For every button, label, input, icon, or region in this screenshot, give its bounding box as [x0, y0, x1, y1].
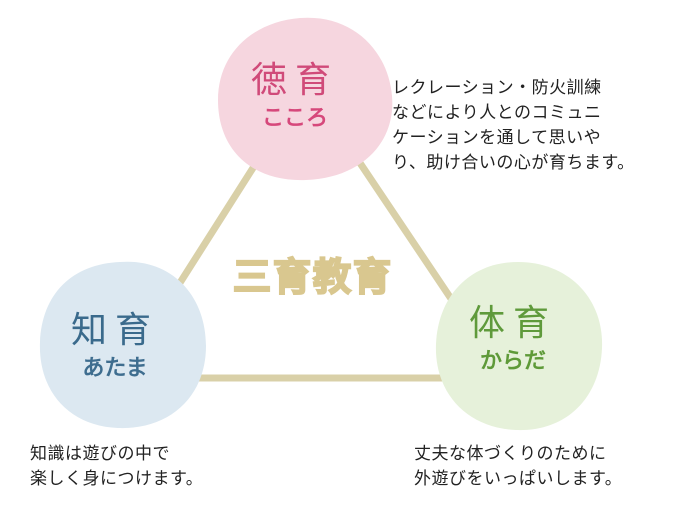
node-chi-kanji: 知育 [70, 310, 159, 351]
node-tai-kana: からだ [479, 349, 546, 374]
chi-circle [39, 261, 206, 429]
node-chi: 知育 あたま [40, 310, 190, 384]
chi-description-line: 楽しく身につけます。 [30, 469, 204, 489]
node-toku-kana: こころ [261, 106, 328, 131]
chi-description-line: 知識は遊びの中で [30, 444, 170, 464]
tai-circle [435, 262, 603, 431]
node-chi-kana: あたま [82, 356, 148, 381]
node-toku-kanji: 徳育 [250, 60, 339, 101]
tai-description-line: 外遊びをいっぱいします。 [414, 469, 623, 489]
chi-description: 知識は遊びの中で 楽しく身につけます。 [30, 442, 203, 492]
toku-description-line: り、助け合いの心が育ちます。 [392, 153, 635, 173]
tai-description: 丈夫な体づくりのために 外遊びをいっぱいします。 [414, 442, 622, 492]
node-toku: 徳育 こころ [220, 60, 370, 134]
toku-description-line: レクレーション・防火訓練 [392, 78, 602, 98]
toku-circle [218, 17, 393, 181]
toku-description: レクレーション・防火訓練 などにより人とのコミュニ ケーションを通して思いや り… [392, 76, 635, 176]
toku-description-line: ケーションを通して思いや [392, 128, 602, 148]
center-title: 三育教育 [232, 254, 393, 300]
toku-description-line: などにより人とのコミュニ [392, 103, 602, 123]
node-tai-kanji: 体育 [468, 303, 557, 344]
edge-toku-tai [354, 156, 472, 328]
tai-description-line: 丈夫な体づくりのために [414, 444, 607, 464]
node-tai: 体育 からだ [438, 303, 588, 377]
